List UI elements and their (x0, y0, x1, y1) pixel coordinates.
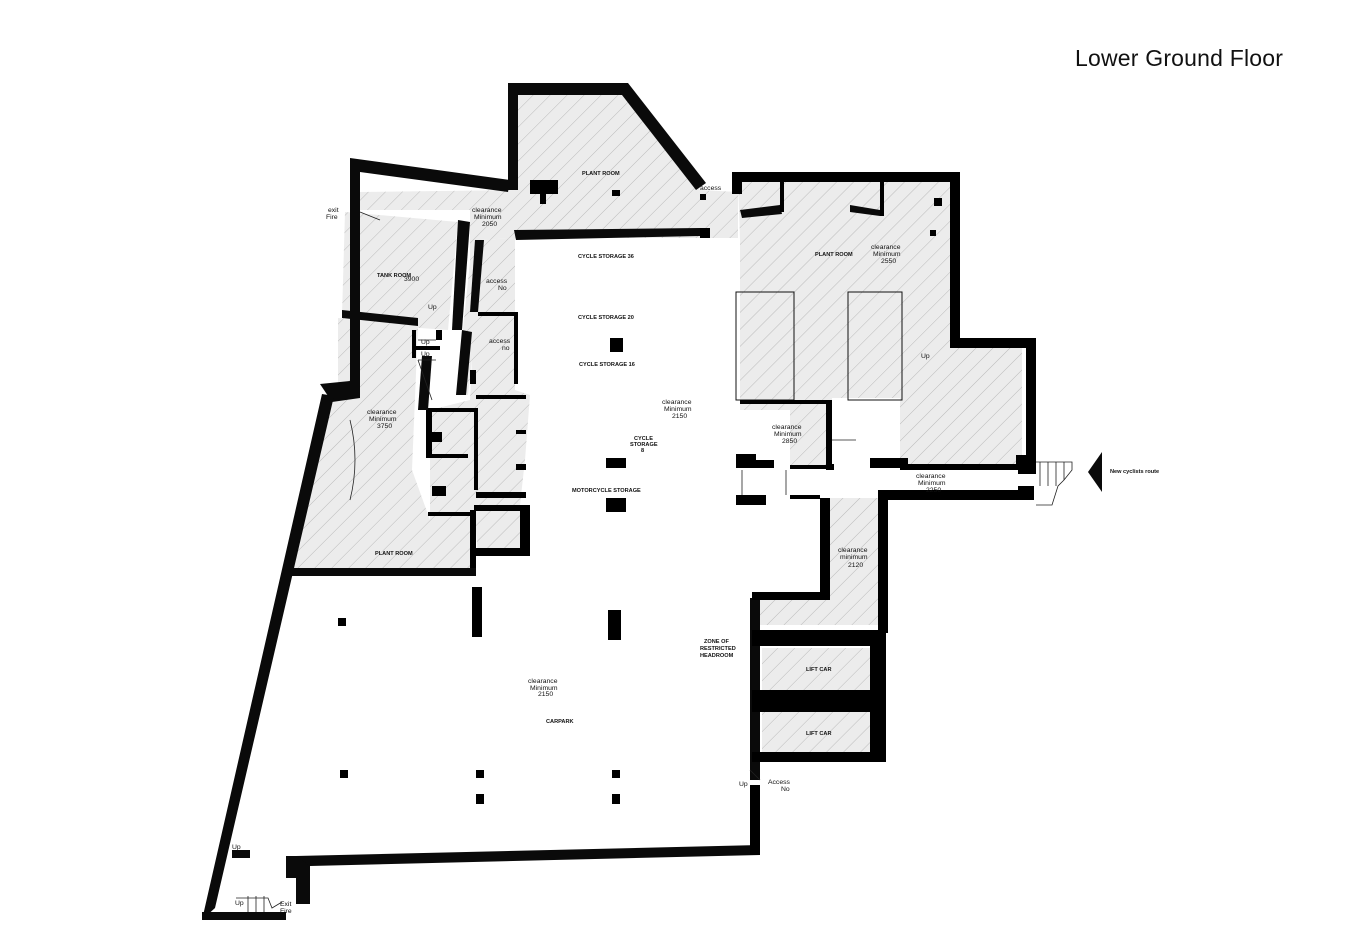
clearance-2050-value: 2050 (482, 221, 497, 228)
clearance-3750-l1: clearance (367, 409, 397, 416)
clearance-carpark-l2: Minimum (530, 685, 558, 692)
clearance-labels: clearance Minimum 2050 clearance Minimum… (367, 207, 946, 698)
up-3: Up (421, 351, 430, 358)
up-7: Up (232, 844, 241, 851)
clearance-2850-l2: Minimum (774, 431, 802, 438)
new-cyclists-route-label: New cyclists route (1110, 469, 1159, 475)
tank-room-height: 3900 (404, 276, 419, 283)
lower-right-corridor-area (760, 498, 878, 625)
label-cycle-storage-8-l2: STORAGE (630, 442, 658, 448)
label-zone-l3: HEADROOM (700, 653, 734, 659)
drawing-title: Lower Ground Floor (1075, 45, 1284, 71)
room-labels: PLANT ROOM PLANT ROOM PLANT ROOM TANK RO… (375, 171, 853, 737)
stair-details (236, 211, 1073, 912)
plant-room-top-area (518, 95, 700, 190)
clearance-2150-value: 2150 (672, 413, 687, 420)
clearance-2850-l1: clearance (772, 424, 802, 431)
label-plant-room-top: PLANT ROOM (582, 171, 620, 177)
label-motorcycle-storage: MOTORCYCLE STORAGE (572, 488, 641, 494)
clearance-2050-l1: clearance (472, 207, 502, 214)
label-plant-room-right: PLANT ROOM (815, 252, 853, 258)
cyclists-route-arrow (1088, 452, 1102, 492)
label-cycle-storage-8-l1: CYCLE (634, 436, 653, 442)
clearance-3750-value: 3750 (377, 423, 392, 430)
clearance-2850-value: 2850 (782, 438, 797, 445)
plant-room-left-area (292, 318, 470, 570)
hatched-areas (292, 95, 1022, 752)
access-no-3-l2: No (781, 786, 790, 793)
clearance-carpark-value: 2150 (538, 691, 553, 698)
label-lift-car-1: LIFT CAR (806, 667, 831, 673)
walls (202, 83, 1036, 920)
label-carpark: CARPARK (546, 719, 574, 725)
exit-fire-bottom-l1: Exit (280, 901, 291, 908)
clearance-2150-l1: clearance (662, 399, 692, 406)
clearance-2550-l2: Minimum (873, 251, 901, 258)
label-zone-l1: ZONE OF (704, 639, 729, 645)
up-1: Up (428, 304, 437, 311)
label-cycle-storage-8-l3: 8 (641, 448, 644, 454)
label-cycle-storage-20: CYCLE STORAGE 20 (578, 315, 634, 321)
clearance-2120-l2: minimum (840, 554, 868, 561)
clearance-2250-l2: Minimum (918, 480, 946, 487)
clearance-2150-l2: Minimum (664, 406, 692, 413)
exit-fire-top-l2: Fire (326, 214, 338, 221)
access-no-3-l1: Access (768, 779, 791, 786)
up-2: Up (421, 339, 430, 346)
access-no-2-l2: no (502, 345, 510, 352)
label-cycle-storage-36: CYCLE STORAGE 36 (578, 254, 634, 260)
clearance-2550-l1: clearance (871, 244, 901, 251)
access-no-1-l2: No (498, 285, 507, 292)
access-no-1-l1: access (486, 278, 508, 285)
exit-fire-bottom-l2: Fire (280, 908, 292, 915)
plant-room-right-area (738, 182, 1022, 465)
note-labels: exit Fire Exit Fire access No access no … (232, 185, 1159, 915)
label-cycle-storage-16: CYCLE STORAGE 16 (579, 362, 635, 368)
clearance-carpark-l1: clearance (528, 678, 558, 685)
tank-room-area (342, 212, 458, 330)
clearance-2050-l2: Minimum (474, 214, 502, 221)
access-no-2-l1: access (489, 338, 511, 345)
clearance-2250-value: 2250 (926, 487, 941, 494)
up-6: Up (235, 900, 244, 907)
label-zone-l2: RESTRICTED (700, 646, 736, 652)
up-4: Up (921, 353, 930, 360)
clearance-3750-l2: Minimum (369, 416, 397, 423)
lift-car-1-area (762, 648, 870, 690)
up-5: Up (739, 781, 748, 788)
exit-fire-top-l1: exit (328, 207, 339, 214)
label-tank-room: TANK ROOM (377, 273, 411, 279)
lift-car-2-area (762, 712, 870, 752)
clearance-2550-value: 2550 (881, 258, 896, 265)
access-top: access (700, 185, 722, 192)
clearance-2250-l1: clearance (916, 473, 946, 480)
clearance-2120-value: 2120 (848, 562, 863, 569)
clearance-2120-l1: clearance (838, 547, 868, 554)
label-plant-room-left: PLANT ROOM (375, 551, 413, 557)
label-lift-car-2: LIFT CAR (806, 731, 831, 737)
